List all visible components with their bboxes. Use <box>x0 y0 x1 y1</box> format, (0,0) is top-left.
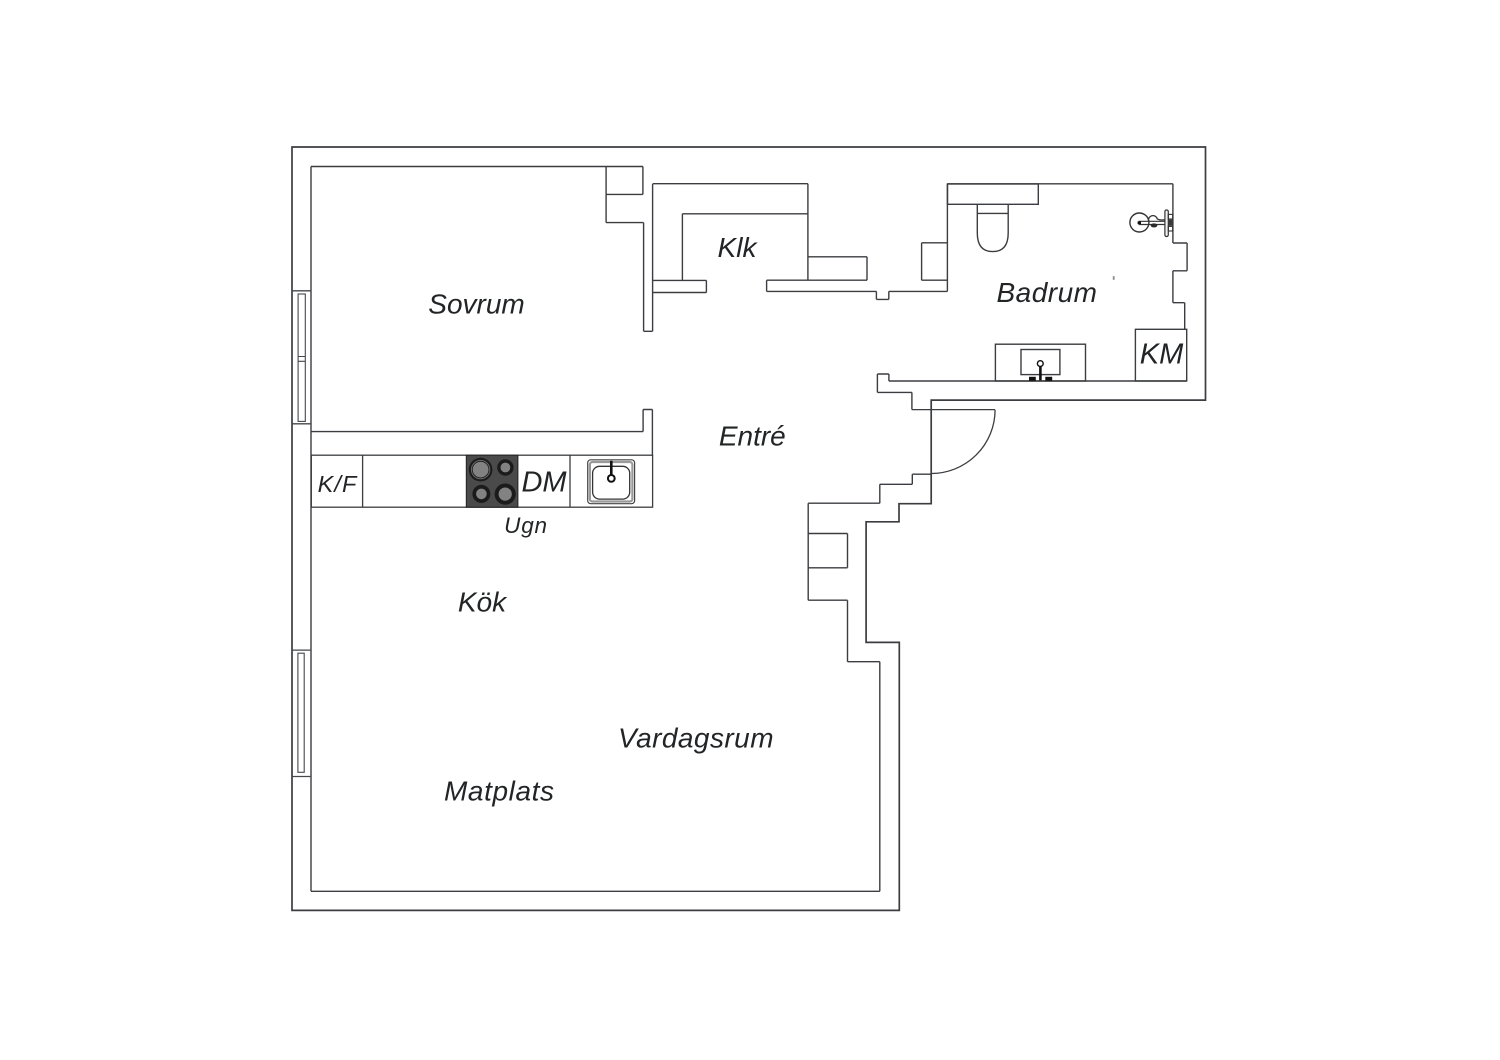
svg-text:Klk: Klk <box>718 232 759 263</box>
svg-text:K/F: K/F <box>318 471 358 497</box>
svg-text:Sovrum: Sovrum <box>428 289 524 320</box>
svg-text:Badrum: Badrum <box>996 277 1097 308</box>
svg-text:Entré: Entré <box>719 420 786 451</box>
svg-text:Kök: Kök <box>458 587 508 618</box>
svg-text:Vardagsrum: Vardagsrum <box>618 722 774 753</box>
svg-text:DM: DM <box>521 467 567 499</box>
svg-text:KM: KM <box>1140 339 1184 371</box>
svg-text:Matplats: Matplats <box>444 776 555 807</box>
svg-text:Ugn: Ugn <box>504 513 548 538</box>
